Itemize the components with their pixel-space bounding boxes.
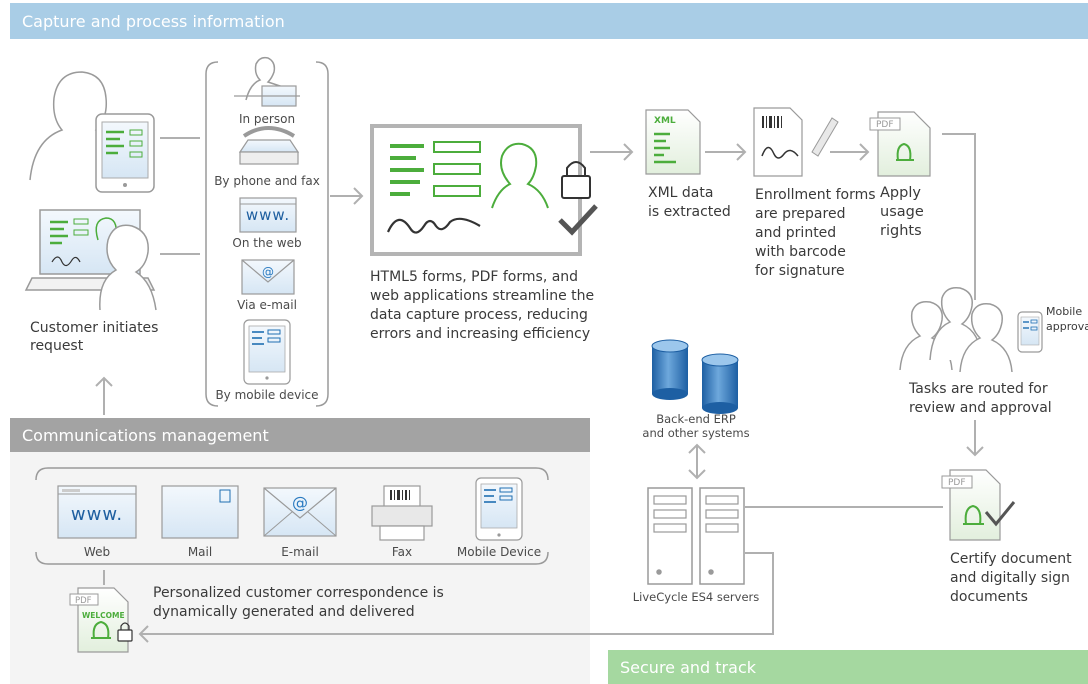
phone-fax-icon: [238, 126, 300, 165]
mobile-approval-phone-icon: [1017, 311, 1043, 353]
customer-tablet-illustration: [29, 71, 155, 193]
communications-band-title: Communications management: [22, 425, 269, 445]
servers-label: LiveCycle ES4 servers: [632, 590, 760, 604]
xml-label-line2: is extracted: [648, 204, 731, 220]
server-icon: [647, 487, 745, 585]
apply-pdf-badge: PDF: [876, 120, 894, 130]
certify-pdf-badge: PDF: [948, 478, 966, 488]
mobile-approval-line1: Mobile: [1046, 305, 1083, 318]
certify-line3: documents: [950, 589, 1028, 605]
backend-line2: and other systems: [642, 426, 750, 440]
web-icon: [239, 197, 297, 233]
enrollment-line3: and printed: [755, 225, 837, 241]
comm-web-icon: [57, 485, 137, 539]
certify-line1: Certify document: [950, 551, 1072, 567]
comm-mail-label: Mail: [187, 545, 213, 559]
comm-mobile-icon: [475, 477, 523, 541]
svg-text:@: @: [262, 265, 274, 279]
comm-email-icon: @: [263, 487, 337, 537]
forms-desc-line3: data capture process, reducing: [370, 307, 588, 323]
xml-badge: XML: [654, 116, 676, 126]
xml-document-icon: [645, 109, 701, 175]
correspondence-line1: Personalized customer correspondence is: [153, 585, 444, 601]
welcome-pdf-icon: [69, 587, 133, 653]
email-icon: @: [241, 259, 295, 295]
enrollment-line1: Enrollment forms: [755, 187, 876, 203]
channel-in-person-label: In person: [238, 112, 296, 126]
secure-band: Secure and track: [608, 650, 1088, 684]
web-screen-text: www.: [245, 206, 291, 224]
comm-fax-label: Fax: [391, 545, 413, 559]
certified-pdf-icon: [941, 469, 1016, 541]
pdf-usage-rights-icon: [869, 111, 931, 177]
tasks-line1: Tasks are routed for: [909, 381, 1048, 397]
channel-phone-fax-label: By phone and fax: [214, 174, 320, 188]
in-person-icon: [234, 56, 300, 107]
barcode-form-icon: [753, 107, 839, 177]
apply-line3: rights: [880, 223, 922, 239]
customer-label-line1: Customer initiates: [30, 320, 159, 336]
mobile-approval-line2: approval: [1046, 320, 1088, 333]
enrollment-line4: with barcode: [755, 244, 846, 260]
channel-email-label: Via e-mail: [237, 298, 297, 312]
comm-mail-icon: [161, 485, 239, 539]
correspondence-line2: dynamically generated and delivered: [153, 604, 415, 620]
communications-band: Communications management: [10, 418, 590, 452]
backend-line1: Back-end ERP: [656, 412, 736, 426]
enrollment-line2: are prepared: [755, 206, 846, 222]
channel-mobile-label: By mobile device: [215, 388, 319, 402]
apply-line1: Apply: [880, 185, 921, 201]
enrollment-line5: for signature: [755, 263, 845, 279]
apply-line2: usage: [880, 204, 924, 220]
mobile-device-icon: [243, 319, 291, 385]
capture-band-title: Capture and process information: [22, 11, 285, 31]
welcome-pdf-badge: PDF: [75, 596, 92, 606]
reviewers-illustration: [899, 286, 1013, 373]
customer-laptop-illustration: [24, 209, 157, 311]
certify-line2: and digitally sign: [950, 570, 1070, 586]
database-icon: [651, 339, 739, 414]
customer-label-line2: request: [30, 338, 84, 354]
comm-web-screen-text: www.: [70, 504, 124, 525]
comm-mobile-label: Mobile Device: [456, 545, 542, 559]
xml-label-line1: XML data: [648, 185, 714, 201]
digital-form-illustration: [370, 124, 598, 256]
welcome-word: WELCOME: [82, 611, 125, 620]
comm-web-label: Web: [83, 545, 111, 559]
forms-desc-line2: web applications streamline the: [370, 288, 595, 304]
svg-text:@: @: [292, 493, 308, 512]
comm-email-label: E-mail: [281, 545, 319, 559]
capture-band: Capture and process information: [10, 3, 1088, 39]
secure-band-title: Secure and track: [620, 657, 756, 677]
channel-web-label: On the web: [232, 236, 302, 250]
forms-desc-line4: errors and increasing efficiency: [370, 326, 591, 342]
comm-fax-icon: [371, 485, 433, 541]
forms-desc-line1: HTML5 forms, PDF forms, and: [370, 269, 579, 285]
tasks-line2: review and approval: [909, 400, 1052, 416]
